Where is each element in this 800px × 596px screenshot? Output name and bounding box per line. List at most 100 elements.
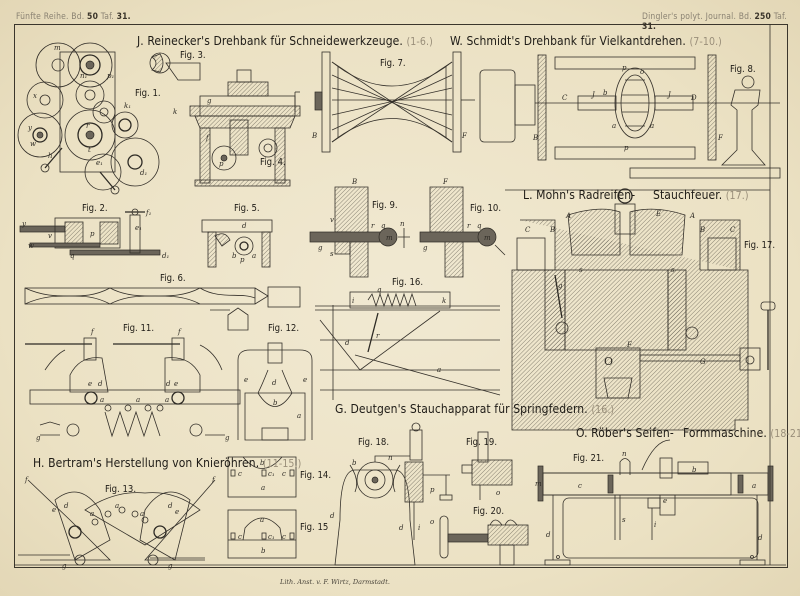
svg-text:C: C xyxy=(562,94,568,102)
fig-label-17: Fig. 17. xyxy=(744,240,776,251)
svg-text:d₁: d₁ xyxy=(162,252,169,260)
svg-text:k: k xyxy=(442,297,446,305)
svg-text:r: r xyxy=(376,332,380,340)
fig3-tool-profile-drawing xyxy=(149,52,201,81)
fig-label-11: Fig. 11. xyxy=(123,323,155,334)
svg-text:b: b xyxy=(692,466,697,474)
section-title-roeber-a: O. Röber's Seifen- xyxy=(576,426,674,440)
svg-text:r: r xyxy=(467,222,471,230)
svg-text:m: m xyxy=(484,234,491,242)
svg-text:e: e xyxy=(244,376,248,384)
svg-text:a: a xyxy=(100,396,104,404)
svg-text:g: g xyxy=(225,434,230,442)
svg-text:g: g xyxy=(168,562,173,570)
svg-text:e: e xyxy=(663,497,667,505)
svg-text:p₁: p₁ xyxy=(107,72,114,80)
svg-text:s: s xyxy=(622,516,626,524)
fig19-valve-drawing xyxy=(461,431,513,500)
fig14-die-drawing xyxy=(227,456,297,498)
fig-label-15: Fig. 15 xyxy=(300,522,329,533)
fig-label-16: Fig. 16. xyxy=(392,277,424,288)
svg-text:C: C xyxy=(525,226,531,234)
svg-text:f: f xyxy=(205,134,210,142)
svg-text:a: a xyxy=(261,484,265,492)
fig-label-18: Fig. 18. xyxy=(358,437,390,448)
svg-text:d: d xyxy=(758,534,763,542)
svg-text:a: a xyxy=(115,502,119,510)
plate-border xyxy=(14,24,788,568)
fig-label-10: Fig. 10. xyxy=(470,203,502,214)
svg-text:m: m xyxy=(386,234,393,242)
svg-text:p: p xyxy=(622,64,627,72)
svg-text:e: e xyxy=(88,380,92,388)
svg-text:o: o xyxy=(496,489,500,497)
svg-text:g: g xyxy=(207,97,212,105)
fig2-gear-plan-drawing xyxy=(19,208,161,256)
fig-label-5: Fig. 5. xyxy=(234,203,260,214)
svg-text:a: a xyxy=(437,366,441,374)
svg-text:A: A xyxy=(689,212,695,220)
svg-text:w: w xyxy=(28,242,34,250)
svg-text:f: f xyxy=(24,476,29,484)
svg-text:m: m xyxy=(54,44,61,52)
svg-text:q: q xyxy=(477,222,482,230)
svg-text:g: g xyxy=(318,244,323,252)
svg-text:e: e xyxy=(174,380,178,388)
svg-text:s: s xyxy=(671,266,675,274)
section-title-mohn-b: Stauchfeuer. (17.) xyxy=(653,188,749,202)
svg-text:n: n xyxy=(400,220,405,228)
svg-text:q: q xyxy=(381,222,386,230)
svg-text:F: F xyxy=(442,178,449,186)
fig15-die-drawing xyxy=(227,509,297,559)
svg-text:f: f xyxy=(90,328,95,336)
svg-text:g: g xyxy=(423,244,428,252)
svg-text:i: i xyxy=(654,521,656,529)
svg-text:B: B xyxy=(699,226,705,234)
svg-text:a: a xyxy=(90,510,94,518)
svg-text:a: a xyxy=(140,510,144,518)
fig-label-19: Fig. 19. xyxy=(466,437,498,448)
svg-text:a: a xyxy=(136,396,140,404)
svg-text:B: B xyxy=(532,134,538,142)
section-title-mohn-a: L. Mohn's Radreifen- xyxy=(523,188,636,202)
fig4-lathe-section-drawing xyxy=(189,69,301,187)
svg-text:a: a xyxy=(752,482,756,490)
svg-text:v: v xyxy=(330,216,334,224)
fig20-valve-drawing xyxy=(439,515,529,566)
fig8-polygon-lathe-plan-drawing xyxy=(479,54,781,179)
svg-text:h: h xyxy=(48,152,53,160)
svg-text:n: n xyxy=(388,454,393,462)
fig16-spring-upsetter-drawing xyxy=(315,291,501,400)
svg-text:n: n xyxy=(622,450,627,458)
svg-text:b: b xyxy=(273,399,278,407)
fig18-soap-press-drawing xyxy=(334,422,453,566)
svg-text:B: B xyxy=(311,132,317,140)
svg-text:c: c xyxy=(578,482,582,490)
fig-label-4: Fig. 4. xyxy=(260,157,286,168)
section-title-deutgen: G. Deutgen's Stauchapparat für Springfed… xyxy=(335,402,615,416)
svg-text:J: J xyxy=(590,91,596,99)
svg-text:e: e xyxy=(303,376,307,384)
svg-text:O: O xyxy=(604,355,613,368)
header-right: Dingler's polyt. Journal. Bd. 250 Taf. 3… xyxy=(642,12,787,32)
fig17-furnace-drawing xyxy=(511,188,776,431)
fig-label-1: Fig. 1. xyxy=(135,88,161,99)
fig6-twist-drill-drawing xyxy=(24,286,301,331)
fig-label-14: Fig. 14. xyxy=(300,470,332,481)
svg-text:q: q xyxy=(70,252,75,260)
svg-text:d: d xyxy=(64,502,69,510)
svg-text:d: d xyxy=(242,222,247,230)
fig-label-6: Fig. 6. xyxy=(160,273,186,284)
svg-text:o: o xyxy=(640,68,644,76)
fig-label-8: Fig. 8. xyxy=(730,64,756,75)
fig11-bending-machine-drawing xyxy=(25,337,241,438)
svg-text:c₁: c₁ xyxy=(268,533,275,541)
fig9-tool-holder-drawing xyxy=(309,186,410,278)
svg-text:m: m xyxy=(535,480,542,488)
svg-text:d: d xyxy=(399,524,404,532)
svg-text:J: J xyxy=(666,91,672,99)
svg-text:c: c xyxy=(282,533,286,541)
svg-text:i: i xyxy=(418,524,420,532)
svg-text:d: d xyxy=(272,379,277,387)
svg-text:t: t xyxy=(88,146,91,154)
